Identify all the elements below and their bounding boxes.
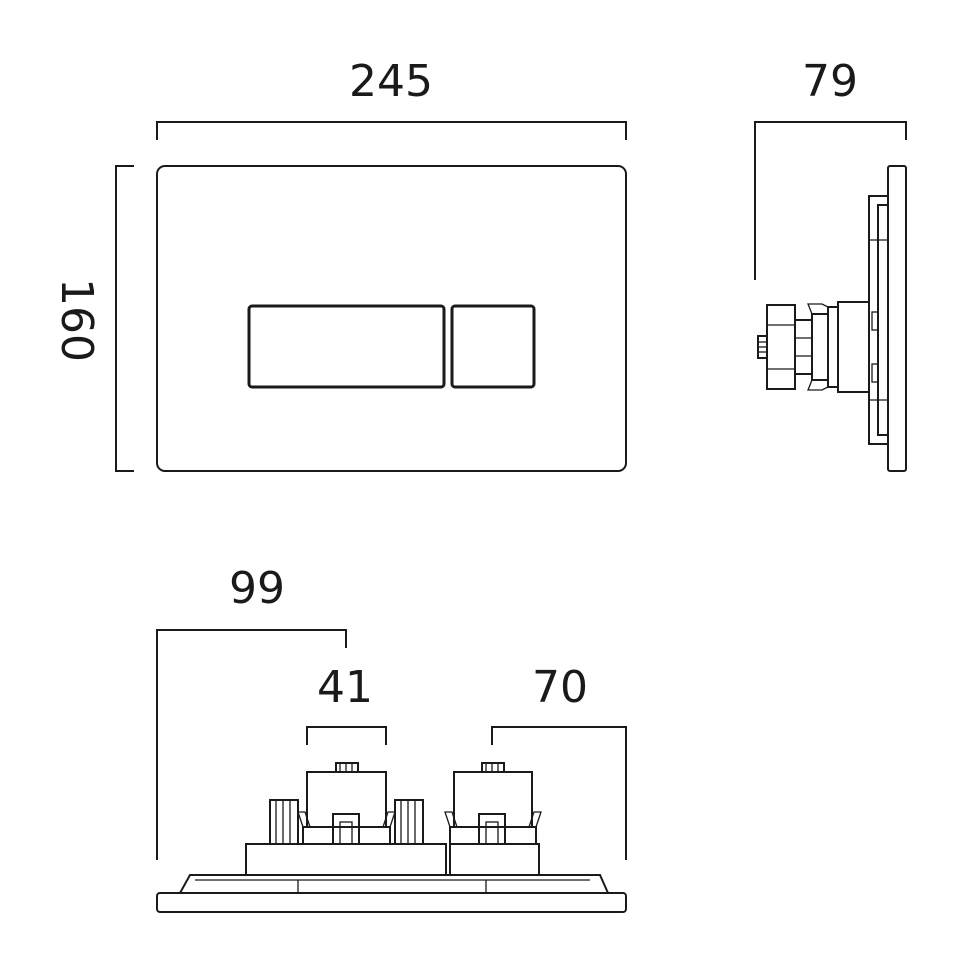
dimension-99: 99: [156, 563, 347, 860]
dimension-41: 41: [306, 662, 387, 745]
width-dimension: 245: [156, 56, 627, 140]
width-label: 245: [349, 56, 433, 107]
height-dimension: 160: [51, 165, 134, 472]
depth-dimension: 79: [754, 56, 907, 280]
label-70: 70: [532, 662, 588, 713]
label-99: 99: [229, 563, 285, 614]
bottom-view: 99 41 70: [156, 563, 627, 913]
full-flush-button: [247, 304, 446, 389]
flush-plate: [156, 165, 627, 472]
half-flush-button: [450, 304, 536, 389]
side-view: 79: [754, 56, 907, 472]
dimension-70: 70: [491, 662, 627, 860]
depth-label: 79: [802, 56, 858, 107]
height-label: 160: [51, 278, 102, 362]
front-view: 245 160: [51, 56, 627, 472]
label-41: 41: [317, 662, 373, 713]
